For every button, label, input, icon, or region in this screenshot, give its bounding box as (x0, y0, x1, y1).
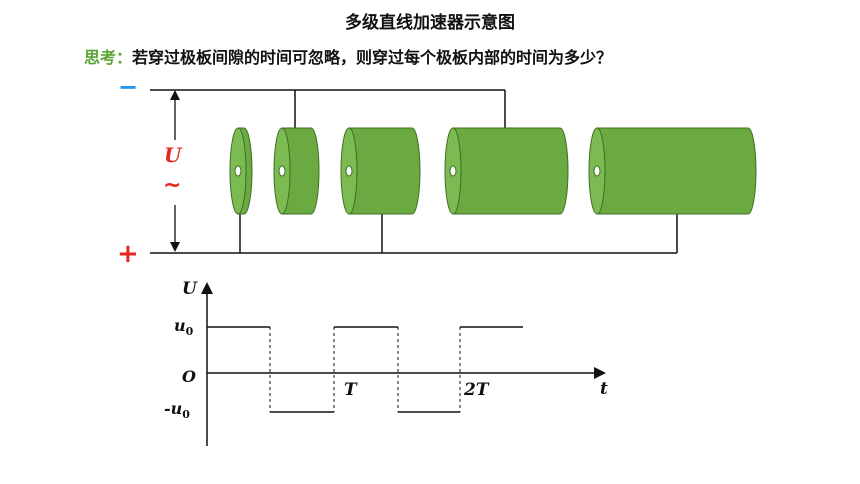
waveform-graph: U t O u0 -u0 T 2T (164, 279, 608, 446)
tick-label-2T: 2T (463, 380, 490, 400)
y-axis-label: U (182, 279, 198, 299)
u0-label: u0 (174, 316, 194, 338)
question-text: 思考：若穿过极板间隙的时间可忽略，则穿过每个极板内部的时间为多少？ (84, 44, 612, 68)
diagram-title: 多级直线加速器示意图 (345, 13, 515, 33)
minus-sign: − (118, 73, 138, 101)
voltage-label: U (164, 143, 183, 167)
x-axis-label: t (600, 379, 608, 399)
neg-u0-subscript: 0 (182, 408, 190, 421)
voltage-arrow (170, 90, 180, 252)
u0-subscript: 0 (186, 325, 194, 338)
plus-sign: + (117, 239, 139, 269)
question-label: 思考： (84, 48, 133, 67)
tick-label-T: T (344, 380, 358, 400)
drift-tube-4 (444, 127, 569, 215)
origin-label: O (182, 367, 196, 386)
question-body: 若穿过极板间隙的时间可忽略，则穿过每个极板内部的时间为多少？ (132, 48, 613, 67)
drift-tube-2 (273, 127, 320, 215)
square-wave (207, 326, 523, 413)
u0-main: u (174, 316, 186, 335)
neg-u0-main: -u (164, 399, 182, 418)
drift-tube-1 (229, 127, 253, 215)
neg-u0-label: -u0 (164, 399, 190, 421)
ac-symbol: ~ (163, 173, 181, 198)
drift-tube-3 (340, 127, 421, 215)
drift-tube-5 (588, 127, 757, 215)
wave-transitions (269, 327, 461, 412)
